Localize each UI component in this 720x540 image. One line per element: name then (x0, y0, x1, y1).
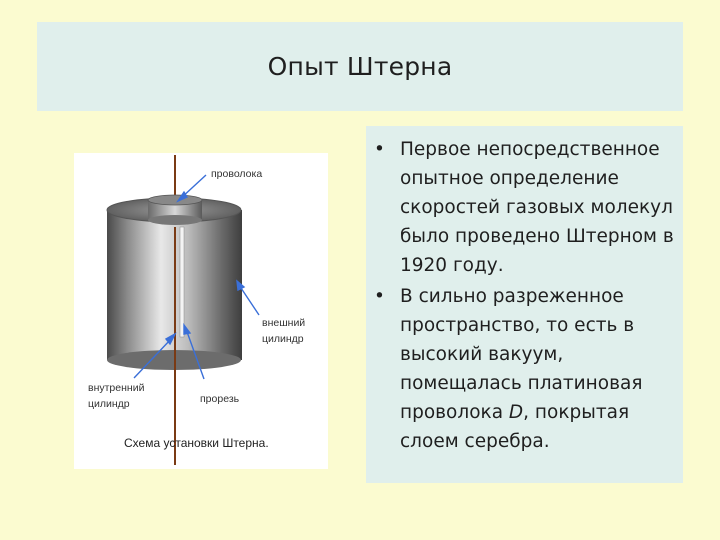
inner-cylinder-top (147, 194, 203, 206)
bullet-text: В сильно разреженное пространство, то ес… (400, 286, 643, 452)
inner-arrow (133, 337, 173, 379)
outer-arrowhead (236, 279, 246, 292)
bullet-marker: • (374, 286, 385, 307)
slit (179, 226, 185, 338)
slit-arrow (185, 328, 205, 380)
label-outer-1: внешний (262, 317, 305, 329)
slide-title: Опыт Штерна (267, 52, 453, 81)
bullet-item: • Первое непосредственное опытное опреде… (374, 135, 675, 280)
title-box: Опыт Штерна (37, 22, 683, 111)
label-wire: проволока (211, 168, 262, 180)
outer-arrow (238, 284, 260, 316)
bullet-marker: • (374, 139, 385, 160)
bullet-list: • Первое непосредственное опытное опреде… (374, 135, 675, 456)
inner-arrowhead (164, 332, 177, 346)
figure-caption: Схема установки Штерна. (124, 436, 269, 450)
bullet-text: Первое непосредственное опытное определе… (400, 139, 674, 276)
wire-arrowhead (176, 190, 189, 203)
inner-cylinder-bottom (148, 215, 202, 225)
label-outer-2: цилиндр (262, 333, 304, 345)
label-slit: прорезь (200, 393, 240, 405)
slit-arrowhead (183, 322, 192, 335)
stern-apparatus-figure: проволока внешний цилиндр внутренний цил… (74, 153, 328, 469)
label-inner-1: внутренний (88, 382, 145, 394)
bullet-item: • В сильно разреженное пространство, то … (374, 282, 675, 456)
label-inner-2: цилиндр (88, 398, 130, 410)
inner-cylinder (148, 200, 202, 220)
text-box: • Первое непосредственное опытное опреде… (366, 126, 683, 483)
apparatus-diagram: проволока внешний цилиндр внутренний цил… (88, 155, 305, 465)
